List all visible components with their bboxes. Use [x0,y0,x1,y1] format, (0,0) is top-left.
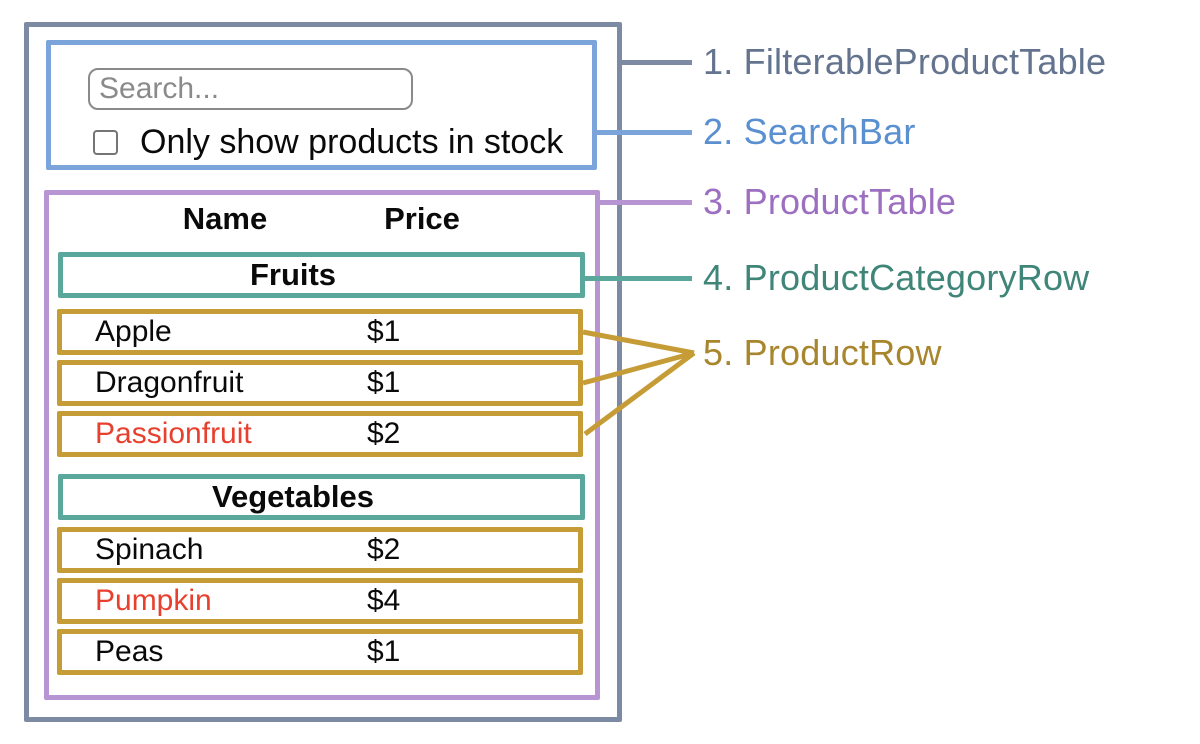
column-header-name: Name [182,201,268,236]
label-product-row: 5. ProductRow [703,332,942,373]
category-label: Fruits [249,257,337,292]
product-name-out-of-stock: Passionfruit [95,417,252,450]
category-label: Vegetables [212,479,374,514]
connector-product-table [595,200,692,205]
product-name: Dragonfruit [95,366,244,399]
product-name: Spinach [95,533,204,566]
product-category-row-vegetables: Vegetables [58,474,585,520]
product-price: $1 [367,315,401,348]
product-price: $1 [367,635,401,668]
search-input[interactable] [88,68,413,110]
label-search-bar: 2. SearchBar [703,111,916,152]
product-row-peas: Peas $1 [57,629,583,675]
product-price: $4 [367,584,401,617]
product-name: Peas [95,635,164,668]
label-product-category-row: 4. ProductCategoryRow [703,257,1090,298]
product-category-row-fruits: Fruits [58,252,585,298]
product-row-pumpkin: Pumpkin $4 [57,578,583,624]
connector-filterable-product-table [617,60,692,65]
in-stock-checkbox[interactable] [93,130,118,155]
product-price: $1 [367,366,401,399]
label-product-table: 3. ProductTable [703,181,957,222]
column-header-price: Price [384,201,460,236]
product-name-out-of-stock: Pumpkin [95,584,212,617]
product-table-outline [44,190,600,700]
label-filterable-product-table: 1. FilterableProductTable [703,41,1107,82]
product-row-passionfruit: Passionfruit $2 [57,411,583,457]
product-price: $2 [367,417,401,450]
product-row-spinach: Spinach $2 [57,527,583,573]
product-row-dragonfruit: Dragonfruit $1 [57,360,583,406]
product-price: $2 [367,533,401,566]
search-bar-outline [46,40,597,170]
connector-product-category-row [580,276,692,281]
product-row-apple: Apple $1 [57,309,583,355]
connector-search-bar [592,130,692,135]
product-name: Apple [95,315,172,348]
in-stock-checkbox-label: Only show products in stock [140,123,564,161]
